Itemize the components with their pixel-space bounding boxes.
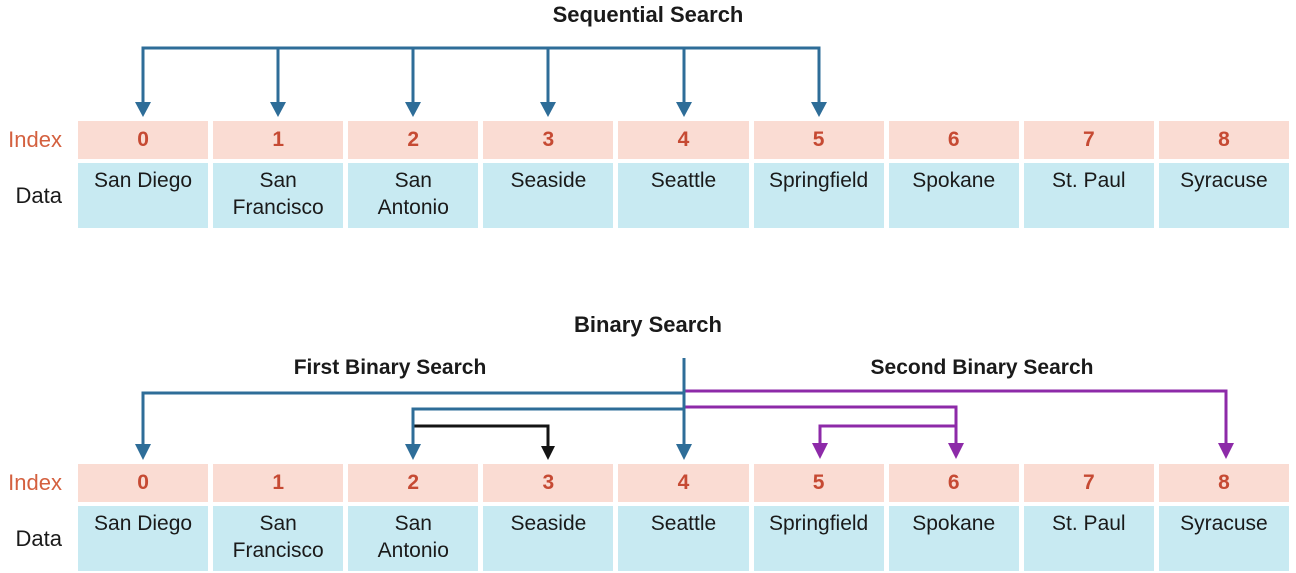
data-row-label: Data (15, 182, 62, 208)
data-cell: Syracuse (1158, 506, 1289, 571)
data-cell: Seaside (483, 163, 614, 228)
data-cell: Seattle (618, 506, 749, 571)
index-cell: 4 (618, 464, 749, 502)
data-cell: Springfield (753, 506, 884, 571)
data-cell: San Diego (78, 163, 209, 228)
index-cell: 7 (1023, 121, 1154, 159)
data-cell: Seattle (618, 163, 749, 228)
data-cell: San Antonio (348, 506, 479, 571)
data-cell: Spokane (888, 506, 1019, 571)
binary-search-title: Binary Search (574, 312, 722, 337)
index-row-label: Index (8, 127, 62, 152)
index-cell: 2 (348, 121, 479, 159)
data-cell: Syracuse (1158, 163, 1289, 228)
data-cell: San Francisco (213, 506, 344, 571)
index-cell: 0 (78, 121, 209, 159)
index-cell: 4 (618, 121, 749, 159)
index-cell: 5 (753, 464, 884, 502)
data-row-label: Data (15, 525, 62, 551)
sequential-search-arrows-icon (135, 46, 827, 117)
index-cell: 2 (348, 464, 479, 502)
index-cell: 8 (1158, 121, 1289, 159)
first-binary-search-label: First Binary Search (293, 356, 487, 379)
sequential-search-title: Sequential Search (552, 2, 744, 27)
index-cell: 1 (213, 464, 344, 502)
index-row-label: Index (8, 470, 62, 495)
index-cell: 3 (483, 121, 614, 159)
index-cell: 8 (1158, 464, 1289, 502)
data-cell: Seaside (483, 506, 614, 571)
data-cell: St. Paul (1023, 506, 1154, 571)
second-binary-search-label: Second Binary Search (870, 356, 1094, 379)
index-cell: 1 (213, 121, 344, 159)
data-cell: San Francisco (213, 163, 344, 228)
index-cell: 0 (78, 464, 209, 502)
index-cell: 3 (483, 464, 614, 502)
data-cell: Springfield (753, 163, 884, 228)
data-cell: San Diego (78, 506, 209, 571)
found-arrow-index-3-icon (413, 424, 555, 460)
index-cell: 6 (888, 464, 1019, 502)
index-cell: 7 (1023, 464, 1154, 502)
second-binary-search-arrows-icon (684, 389, 1234, 459)
index-cell: 5 (753, 121, 884, 159)
index-cell: 6 (888, 121, 1019, 159)
data-cell: San Antonio (348, 163, 479, 228)
data-cell: Spokane (888, 163, 1019, 228)
data-cell: St. Paul (1023, 163, 1154, 228)
